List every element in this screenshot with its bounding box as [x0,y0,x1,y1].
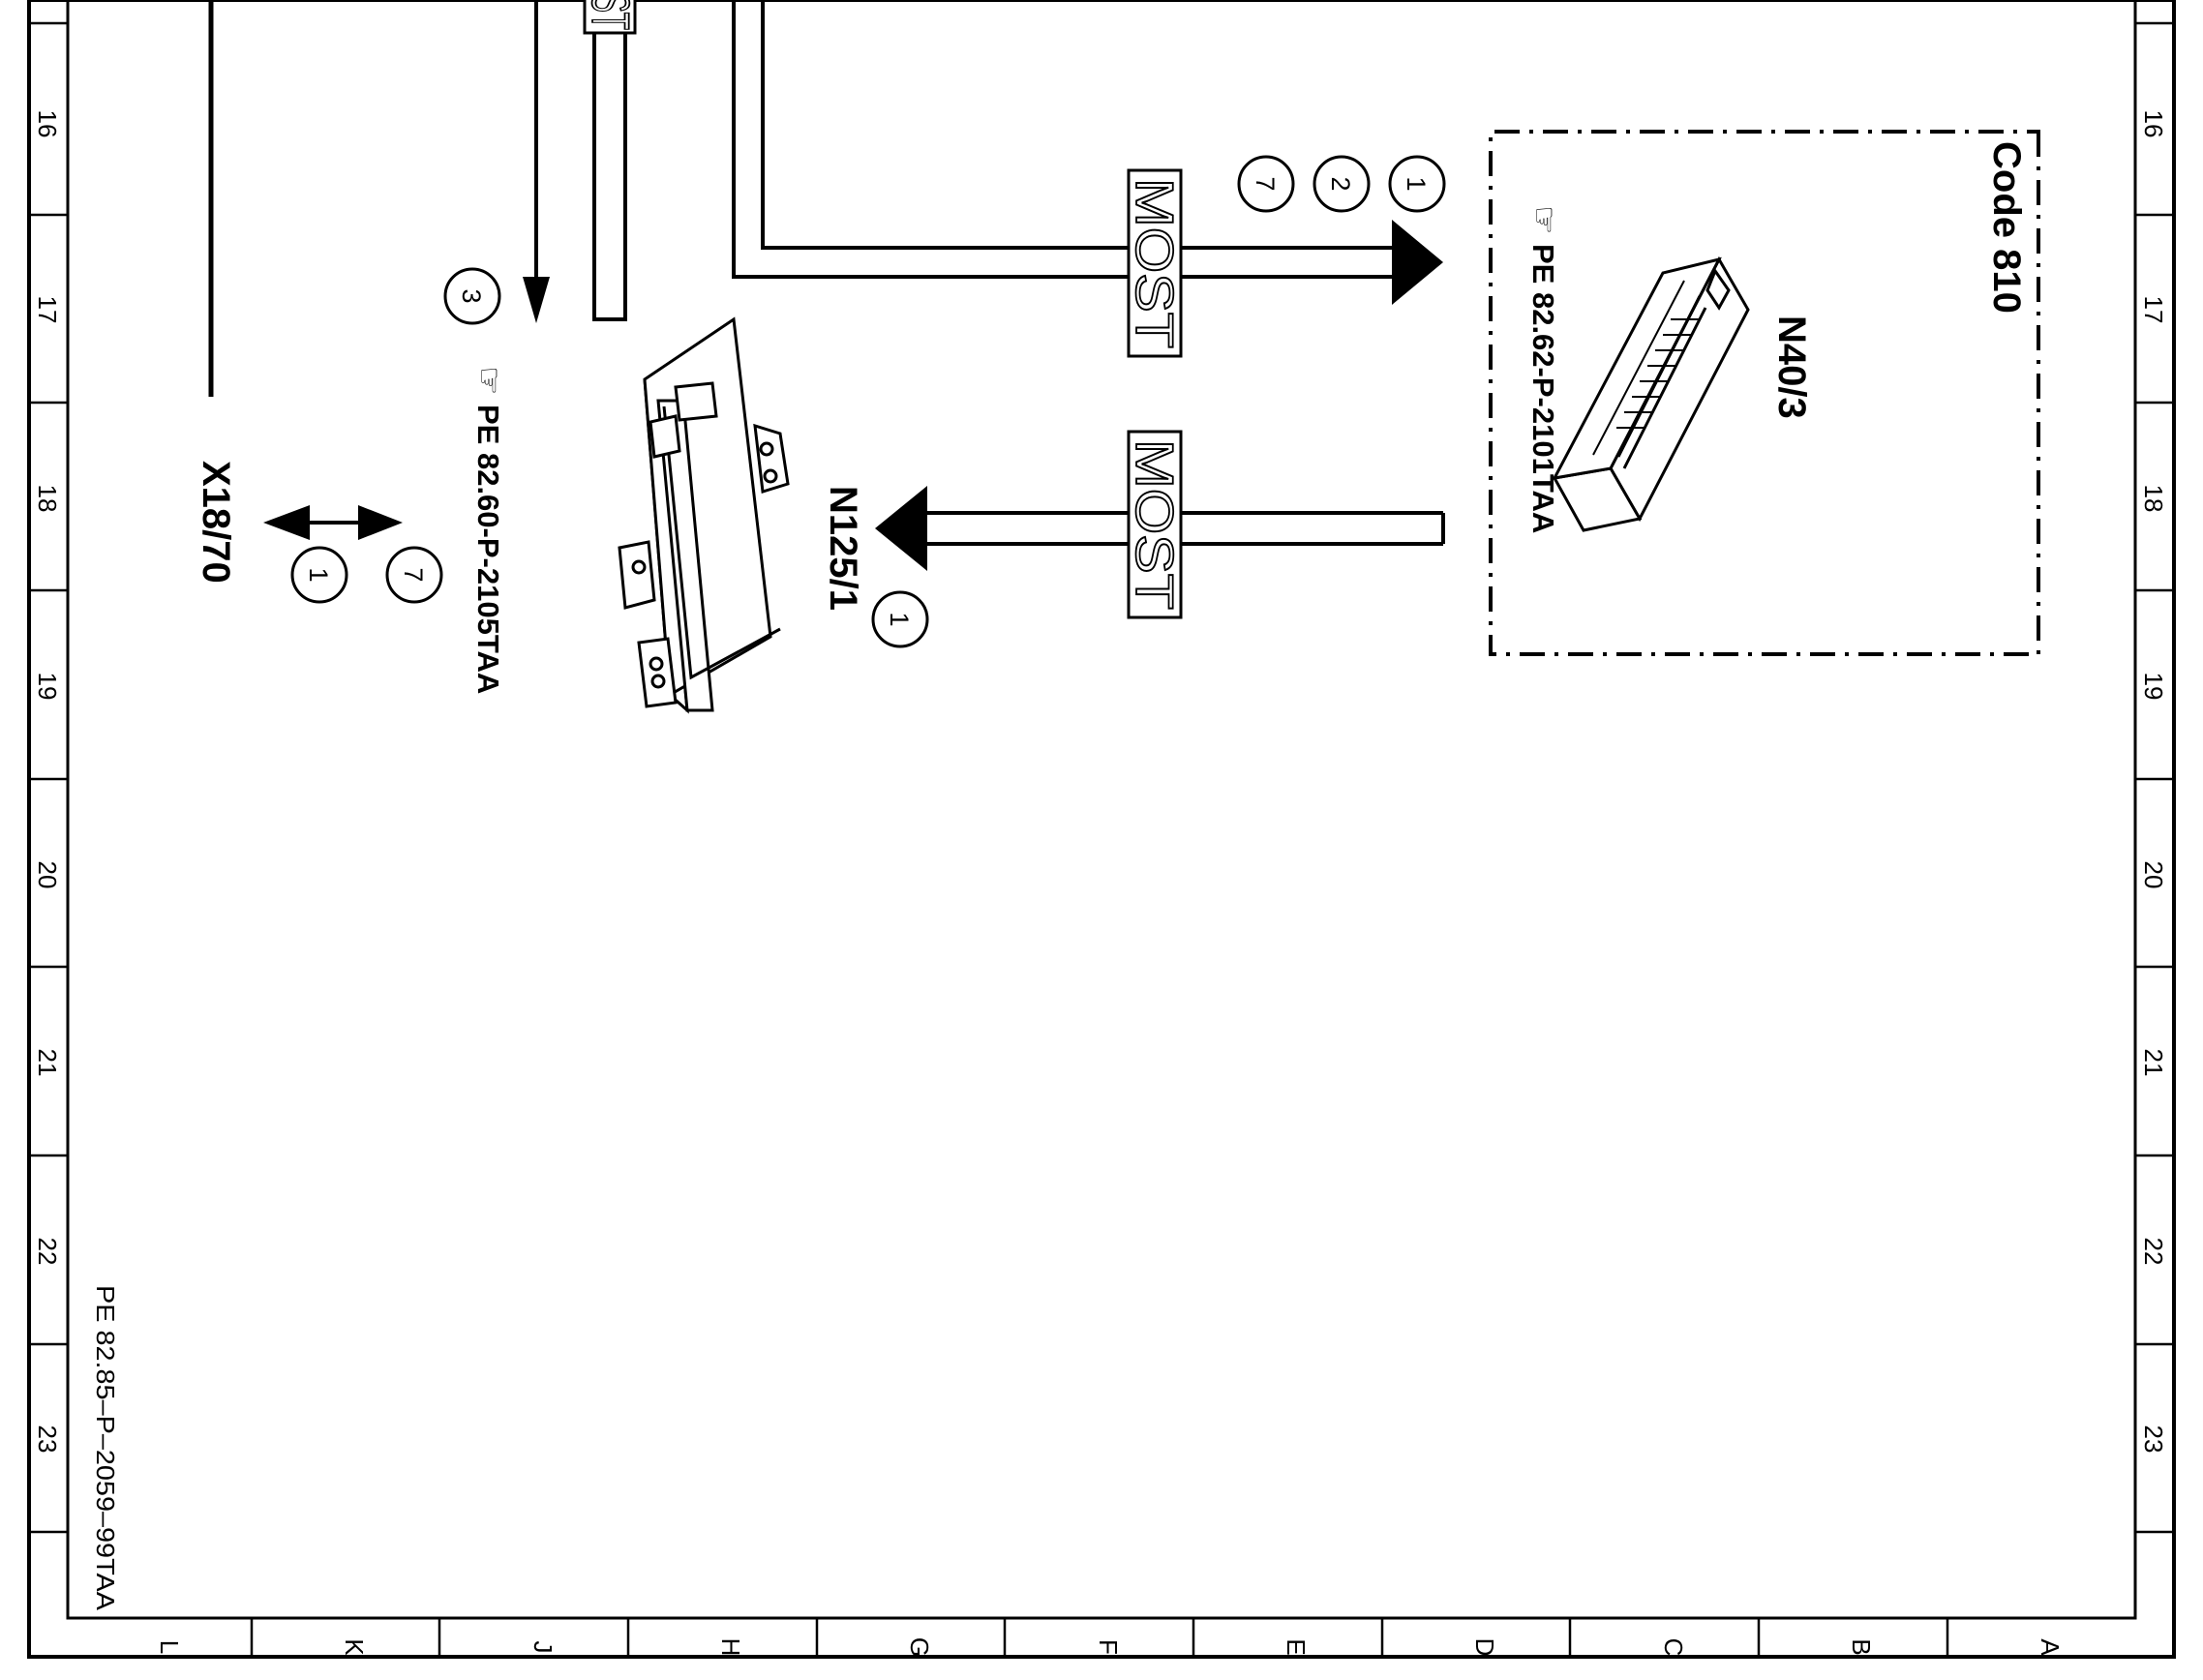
module-reference: ☞ PE 82.62-P-2101TAA [1525,205,1562,533]
callout-number: 3 [457,288,486,303]
most-label: MOST [581,0,641,30]
row-label: 20 [2139,861,2168,889]
row-label: 19 [33,673,62,701]
column-label: E [1282,1638,1311,1655]
row-label: 18 [2139,485,2168,513]
connector-id-label: X18/70 [195,461,237,584]
row-label: 19 [2139,673,2168,701]
column-label: F [1094,1639,1123,1655]
callout-number: 7 [399,567,428,582]
most-label-lower: MOST [1124,430,1186,619]
most-bus-from-module [925,511,1445,546]
most-label: MOST [1125,178,1185,348]
callout-number: 2 [1326,176,1355,191]
most-label-top-cut: MOST [580,0,642,35]
row-label: 22 [2139,1238,2168,1266]
module-id-label: N40/3 [1770,315,1813,419]
row-label: 22 [33,1238,62,1266]
option-code-label: Code 810 [1985,141,2028,314]
control-unit-ref-text: PE 82.60-P-2105TAA [471,405,505,694]
callouts-connector [290,546,443,604]
module-n40-3-drawing [1552,255,1750,532]
most-label: MOST [1125,439,1185,610]
row-label: 23 [33,1425,62,1454]
row-label: 16 [2139,110,2168,138]
column-label: A [2036,1638,2065,1656]
arrow-head [1392,220,1443,305]
callouts-to-module [1237,155,1446,213]
connector-double-arrow [263,505,403,540]
row-label: 16 [33,110,62,138]
module-ref-text: PE 82.62-P-2101TAA [1526,244,1560,533]
arrow-head [875,486,927,571]
column-label: H [716,1638,745,1657]
column-dividers [250,1618,1949,1657]
most-bus-to-module [732,0,1395,279]
callout-number: 1 [885,612,914,626]
column-label: C [1659,1638,1688,1657]
inner-frame [66,0,2137,1620]
row-label: 21 [2139,1049,2168,1077]
callout-circle [871,590,929,648]
control-unit-n125-1-drawing [618,316,790,714]
column-label: D [1470,1638,1499,1657]
row-dividers [29,21,2174,1534]
row-label: 23 [2139,1425,2168,1454]
code-810-option-box [1489,130,2040,656]
column-label: K [340,1638,369,1656]
control-unit-id-label: N125/1 [822,486,864,611]
column-label: L [155,1640,184,1654]
outer-frame [27,0,2176,1659]
callout-number: 7 [1251,176,1280,191]
rotated-drawing: 16 17 18 19 20 21 22 23 16 17 18 19 20 2… [27,0,2176,1659]
most-label-upper: MOST [1124,168,1186,358]
row-label: 17 [2139,296,2168,324]
callout-number: 1 [304,567,333,582]
row-label: 18 [33,485,62,513]
column-label: G [905,1637,934,1657]
footer-reference: PE 82.85–P–2059–99TAA [91,1285,120,1611]
column-labels: L K J H G F E D C B A [155,1637,2065,1657]
row-label: 17 [33,296,62,324]
row-label: 21 [33,1049,62,1077]
row-labels-left: 16 17 18 19 20 21 22 23 [33,110,62,1454]
callout-number: 1 [1402,176,1431,191]
hand-pointer-icon: ☞ [470,366,507,395]
row-labels-right: 16 17 18 19 20 21 22 23 [2139,110,2168,1454]
column-label: J [528,1641,558,1654]
hand-pointer-icon: ☞ [1525,205,1562,234]
cable-stub [592,0,627,321]
arrow-head [523,277,550,323]
column-label: B [1847,1638,1876,1655]
control-unit-reference: ☞ PE 82.60-P-2105TAA [470,366,507,694]
row-label: 20 [33,861,62,889]
callout-circle [443,267,501,325]
